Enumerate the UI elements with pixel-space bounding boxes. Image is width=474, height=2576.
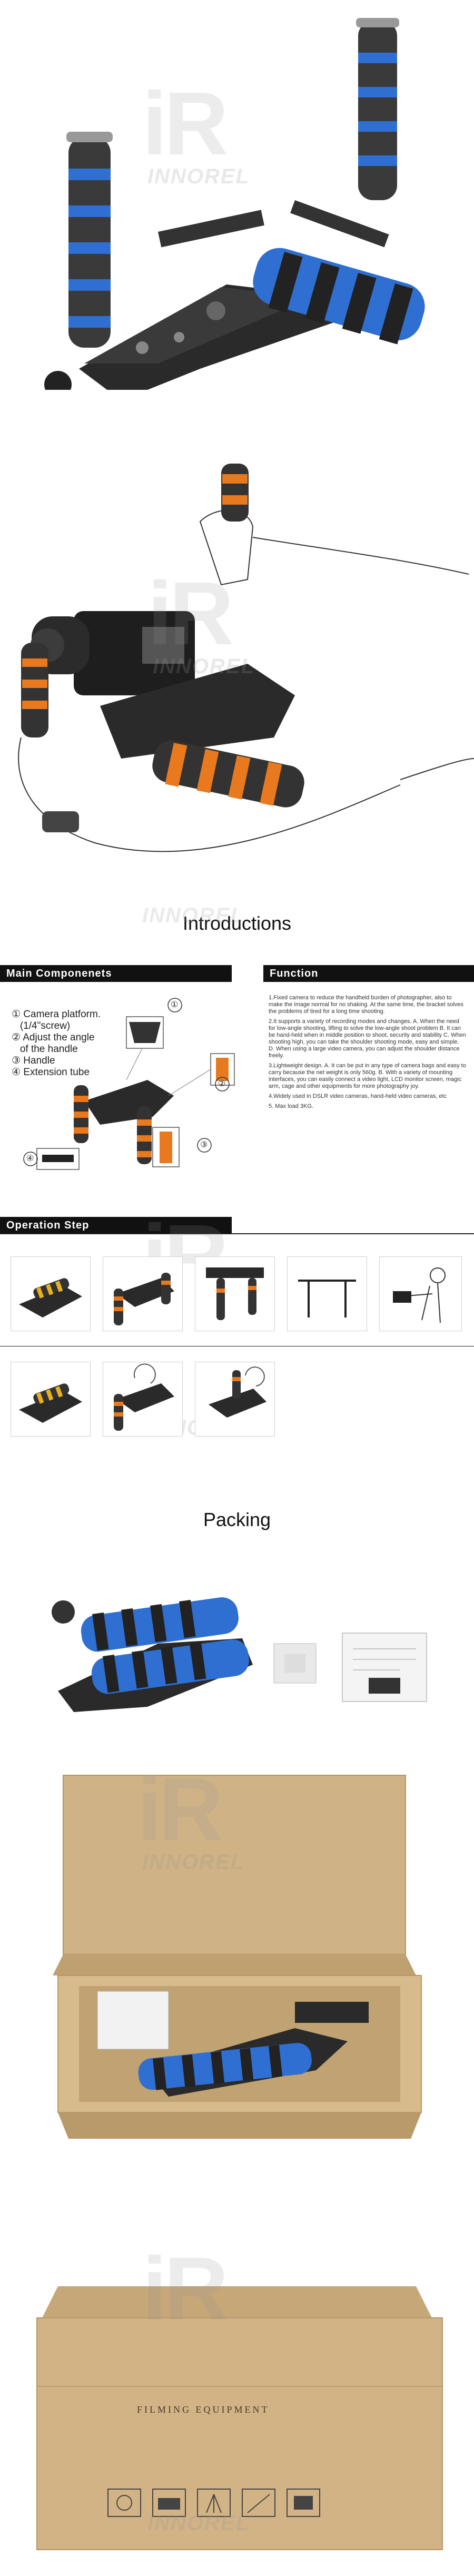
function-paragraph: 5. Max load 3KG. — [269, 1103, 313, 1109]
function-paragraph: 1.Fixed camera to reduce the handheld bu… — [269, 995, 463, 1015]
operation-step-image — [103, 1362, 183, 1437]
shoulder-rig-illustration — [44, 18, 425, 400]
component-item: ④ Extension tube — [12, 1067, 90, 1078]
box-label: FILMING EQUIPMENT — [137, 2404, 270, 2415]
in-use-image: iR INNOREL — [0, 443, 474, 874]
component-item: ① Camera platform. — [12, 1009, 101, 1020]
callout-4: ④ — [26, 1154, 34, 1163]
operation-step-image — [11, 1256, 91, 1331]
function-paragraph: 3.Lightweight design. A. It can be put i… — [269, 1063, 466, 1089]
operation-step-header: Operation Step — [0, 1217, 232, 1234]
operation-step-image — [195, 1362, 275, 1437]
camera-on-rig-illustration — [18, 464, 474, 852]
component-item: of the handle — [12, 1044, 78, 1055]
operation-step-image — [195, 1256, 275, 1331]
function-paragraph: 2.It supports a variety of recording mod… — [269, 1018, 466, 1059]
brand-watermark-text: INNOREL — [142, 904, 244, 927]
operation-step-image — [103, 1256, 183, 1331]
operation-divider — [0, 1233, 474, 1234]
callout-3: ③ — [200, 1140, 208, 1149]
main-components-header: Main Componenets — [0, 965, 232, 982]
packing-title: Packing — [203, 1509, 271, 1530]
operation-step-image — [287, 1256, 367, 1331]
function-paragraph: 4.Widely used in DSLR video cameras, han… — [269, 1093, 447, 1099]
function-header: Function — [263, 965, 474, 982]
closed-box-image: FILMING EQUIPMENT iR INNOREL — [0, 2228, 474, 2573]
component-item: (1/4"screw) — [12, 1020, 71, 1031]
operation-step-image — [11, 1362, 91, 1437]
function-description: 1.Fixed camera to reduce the handheld bu… — [269, 995, 466, 1113]
open-box-image: iR INNOREL — [0, 1754, 474, 2191]
packing-contents-image — [0, 1575, 474, 1712]
hero-product-image: iR INNOREL — [0, 0, 474, 400]
components-diagram: ① ② ③ ④ — [21, 990, 242, 1191]
callout-2: ② — [218, 1079, 226, 1088]
component-item: ② Adjust the angle — [12, 1032, 95, 1043]
components-list: ① Camera platform. (1/4"screw) ② Adjust … — [12, 1009, 101, 1078]
component-item: ③ Handle — [12, 1055, 55, 1066]
introductions-title: Introductions — [182, 912, 292, 934]
callout-1: ① — [171, 1000, 179, 1009]
operation-step-image — [379, 1256, 462, 1331]
